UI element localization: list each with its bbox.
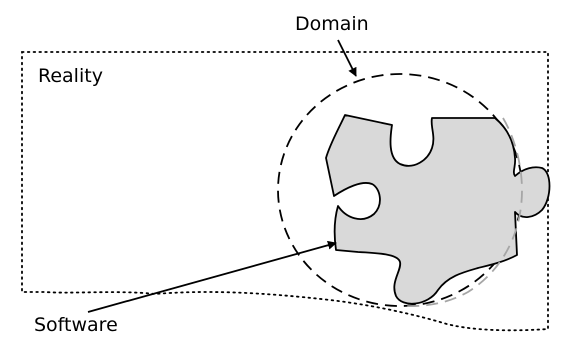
domain-label: Domain [295, 13, 369, 35]
domain-edge-behind-piece [401, 117, 523, 308]
software-arrow [87, 240, 337, 313]
reality-label: Reality [38, 65, 103, 87]
software-label: Software [34, 314, 118, 336]
domain-arrow [337, 39, 357, 77]
software-puzzle-piece [325, 114, 551, 305]
